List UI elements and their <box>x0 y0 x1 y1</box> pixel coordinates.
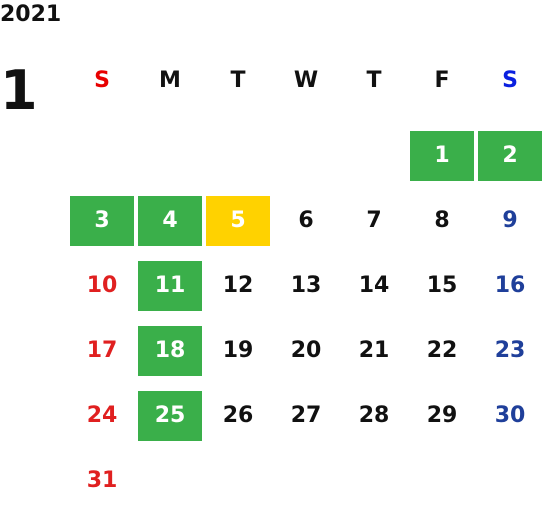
day-cell-26[interactable]: 26 <box>204 383 272 448</box>
weekday-friday: F <box>434 68 450 93</box>
day-cell-8[interactable]: 8 <box>408 188 476 253</box>
day-number: 25 <box>138 390 202 441</box>
day-cell-18[interactable]: 18 <box>136 318 204 383</box>
day-number: 24 <box>86 403 118 428</box>
day-number: 19 <box>222 338 254 363</box>
day-number: 13 <box>290 273 322 298</box>
day-number: 6 <box>298 208 314 233</box>
day-number: 10 <box>86 273 118 298</box>
day-number: 4 <box>138 195 202 246</box>
day-number: 22 <box>426 338 458 363</box>
month-number: 1 <box>0 59 38 122</box>
day-cell-1[interactable]: 1 <box>408 123 476 188</box>
weekday-saturday: S <box>502 68 518 93</box>
day-number: 9 <box>502 208 518 233</box>
day-cell-13[interactable]: 13 <box>272 253 340 318</box>
day-number: 31 <box>86 468 118 493</box>
day-number: 23 <box>494 338 526 363</box>
day-number: 28 <box>358 403 390 428</box>
day-cell-23[interactable]: 23 <box>476 318 544 383</box>
weekday-sunday: S <box>94 68 110 93</box>
day-cell-28[interactable]: 28 <box>340 383 408 448</box>
day-number: 15 <box>426 273 458 298</box>
day-cell-19[interactable]: 19 <box>204 318 272 383</box>
day-number: 2 <box>478 130 542 181</box>
weekday-tuesday: T <box>230 68 246 93</box>
day-cell-10[interactable]: 10 <box>68 253 136 318</box>
day-number: 3 <box>70 195 134 246</box>
day-cell-12[interactable]: 12 <box>204 253 272 318</box>
day-cell-24[interactable]: 24 <box>68 383 136 448</box>
day-cell-22[interactable]: 22 <box>408 318 476 383</box>
day-cell-17[interactable]: 17 <box>68 318 136 383</box>
day-number: 29 <box>426 403 458 428</box>
day-number: 20 <box>290 338 322 363</box>
day-cell-27[interactable]: 27 <box>272 383 340 448</box>
day-number: 1 <box>410 130 474 181</box>
day-cell-7[interactable]: 7 <box>340 188 408 253</box>
day-cell-6[interactable]: 6 <box>272 188 340 253</box>
day-cell-29[interactable]: 29 <box>408 383 476 448</box>
day-number: 5 <box>206 195 270 246</box>
weekday-monday: M <box>159 68 181 93</box>
day-number: 7 <box>366 208 382 233</box>
day-number: 30 <box>494 403 526 428</box>
day-cell-2[interactable]: 2 <box>476 123 544 188</box>
day-cell-25[interactable]: 25 <box>136 383 204 448</box>
day-cell-4[interactable]: 4 <box>136 188 204 253</box>
day-number: 8 <box>434 208 450 233</box>
day-number: 17 <box>86 338 118 363</box>
day-cell-21[interactable]: 21 <box>340 318 408 383</box>
day-cell-11[interactable]: 11 <box>136 253 204 318</box>
day-cell-3[interactable]: 3 <box>68 188 136 253</box>
day-cell-30[interactable]: 30 <box>476 383 544 448</box>
day-cell-5[interactable]: 5 <box>204 188 272 253</box>
day-cell-14[interactable]: 14 <box>340 253 408 318</box>
day-number: 12 <box>222 273 254 298</box>
day-cell-31[interactable]: 31 <box>68 448 136 513</box>
weekday-thursday: T <box>366 68 382 93</box>
day-number: 18 <box>138 325 202 376</box>
day-number: 16 <box>494 273 526 298</box>
day-cell-9[interactable]: 9 <box>476 188 544 253</box>
day-number: 14 <box>358 273 390 298</box>
year-label: 2021 <box>0 2 62 27</box>
weekday-wednesday: W <box>293 68 319 93</box>
day-number: 21 <box>358 338 390 363</box>
day-cell-20[interactable]: 20 <box>272 318 340 383</box>
day-cell-15[interactable]: 15 <box>408 253 476 318</box>
day-number: 26 <box>222 403 254 428</box>
day-number: 27 <box>290 403 322 428</box>
day-cell-16[interactable]: 16 <box>476 253 544 318</box>
day-number: 11 <box>138 260 202 311</box>
